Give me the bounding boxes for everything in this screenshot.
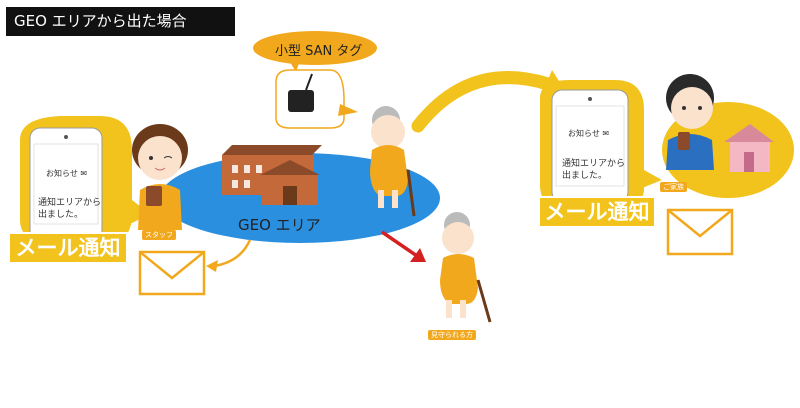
tag-device-panel <box>275 69 358 129</box>
building-illustration <box>222 145 322 205</box>
left-phone-line1: 通知エリアから <box>38 198 102 208</box>
right-phone-illustration <box>551 89 629 203</box>
geo-area-label: GEO エリア <box>238 216 321 234</box>
mail-notification-badge-right: メール通知 <box>538 196 656 228</box>
watched-person-tag: 見守られる方 <box>428 330 476 340</box>
right-phone-header: お知らせ ✉ <box>568 129 610 138</box>
tag-bubble <box>253 31 377 72</box>
right-phone-line1: 通知エリアから <box>562 159 626 169</box>
page-title: GEO エリアから出た場合 <box>6 7 235 36</box>
left-envelope-icon <box>138 250 206 296</box>
tag-bubble-label: 小型 SAN タグ <box>275 44 363 59</box>
left-phone-header: お知らせ ✉ <box>46 169 88 178</box>
right-phone-line2: 出ました。 <box>562 171 608 181</box>
staff-tag: スタッフ <box>142 230 176 240</box>
envelope-small-icon: ✉ <box>602 129 610 138</box>
staff-woman-illustration <box>132 124 188 230</box>
left-phone-line2: 出ました。 <box>38 210 84 220</box>
family-man-illustration <box>666 74 714 170</box>
elderly-woman-outside <box>440 212 492 323</box>
left-phone-illustration <box>29 127 103 241</box>
elderly-woman-in-area <box>370 106 416 217</box>
envelope-small-icon: ✉ <box>80 169 88 178</box>
right-envelope-icon <box>666 208 734 256</box>
orange-small-arrow <box>206 239 252 272</box>
family-tag: ご家族 <box>660 182 687 192</box>
red-exit-arrow <box>381 230 426 262</box>
mail-notification-badge-left: メール通知 <box>8 232 128 264</box>
